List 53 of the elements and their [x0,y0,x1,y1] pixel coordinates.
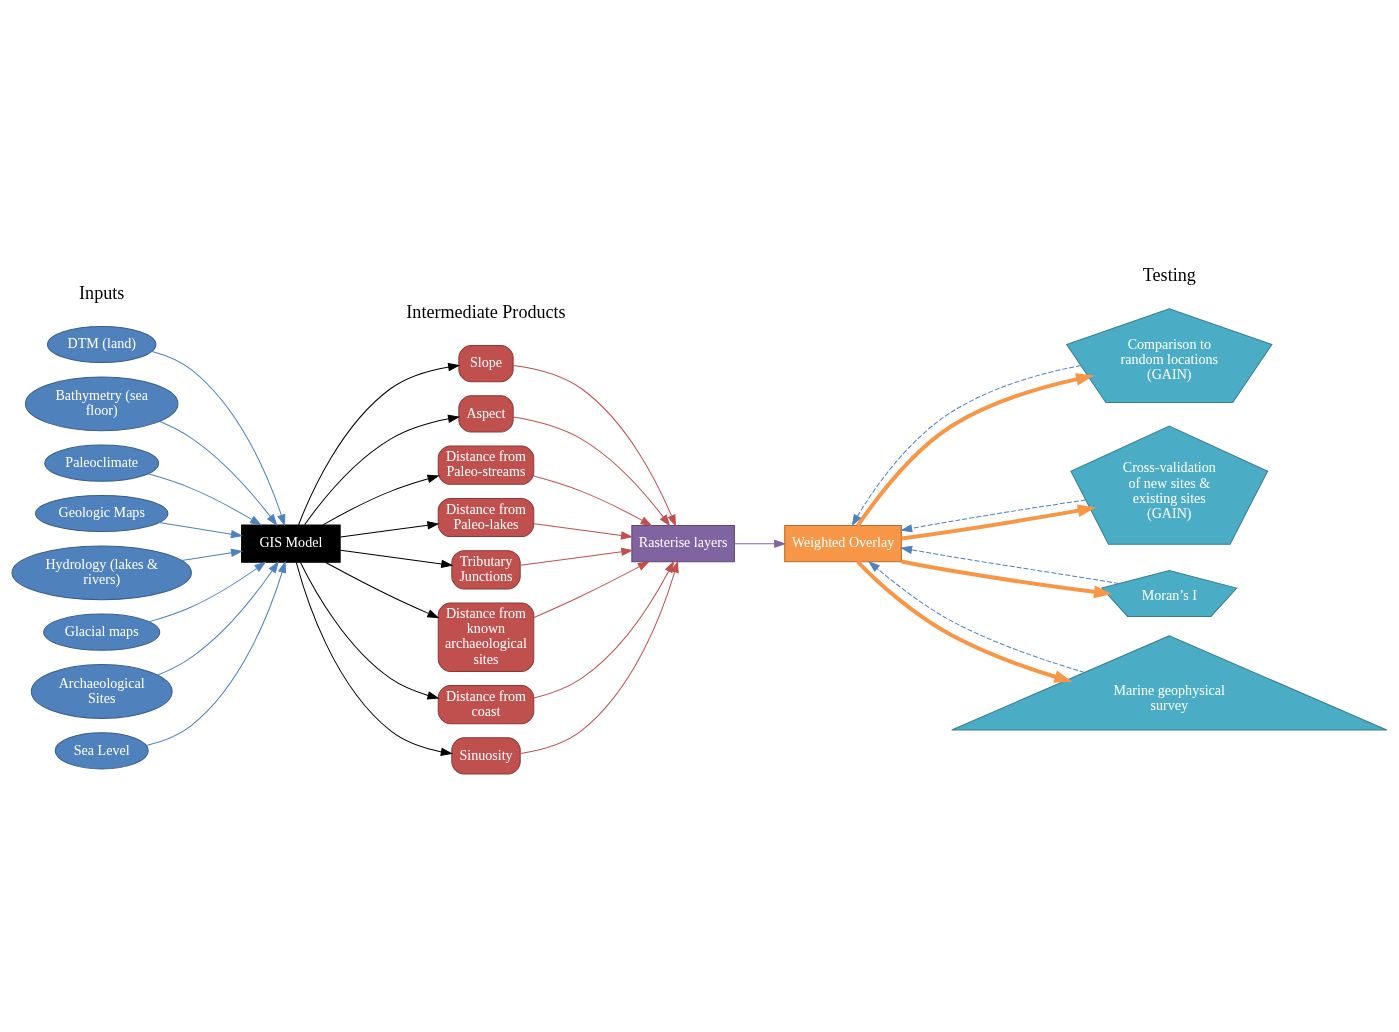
arrow [512,365,677,527]
arrow [512,416,671,527]
arrow [900,545,1120,585]
arrow [340,521,440,538]
label: Testing [1142,264,1196,285]
arrow [734,539,787,548]
arrow [151,350,286,527]
arrow [520,560,679,755]
arrow [159,421,278,527]
label: Inputs [79,282,125,303]
node-ellipse: DTM (land) [47,325,157,364]
arrow [901,559,1113,599]
node-box: Distance from Paleo-lakes [437,497,535,538]
arrow [856,560,1073,683]
arrow [322,474,440,526]
arrow [533,523,634,540]
arrow [146,560,287,747]
arrow [149,561,267,623]
node-ellipse: Paleoclimate [44,444,160,482]
node-box: Rasterise layers [631,525,735,563]
arrow [298,362,461,526]
node-ellipse: Bathymetry (sea floor) [24,376,179,432]
arrow [533,561,650,618]
node-ellipse: Glacial maps [43,613,161,651]
node-box: Distance from known archaeological sites [437,602,535,672]
node-box: Distance from coast [437,684,535,725]
node-ellipse: Hydrology (lakes & rivers) [11,545,192,601]
arrow [325,561,440,619]
arrow [304,414,461,526]
node-box: Weighted Overlay [784,525,902,563]
node-box: GIS Model [241,524,341,563]
arrow [533,560,675,699]
node-box: Sinuosity [451,737,521,775]
arrow [900,499,1087,533]
arrow [901,504,1096,541]
arrow [533,475,653,527]
node-box: Aspect [458,395,514,433]
arrow [299,561,440,700]
arrow [157,561,279,676]
node-box: Distance from Paleo-streams [437,445,535,485]
arrow [340,549,454,569]
label: Intermediate Products [406,301,566,322]
node-ellipse: Archaeological Sites [30,664,173,719]
node-ellipse: Sea Level [54,732,149,770]
arrow [147,473,262,526]
arrow [158,522,243,539]
node-ellipse: Geologic Maps [35,494,169,533]
node-box: Slope [458,345,514,383]
arrow [295,561,453,756]
arrow [181,548,244,562]
arrow [520,547,634,566]
node-box: Tributary Junctions [451,550,521,590]
arrow [868,560,1085,673]
